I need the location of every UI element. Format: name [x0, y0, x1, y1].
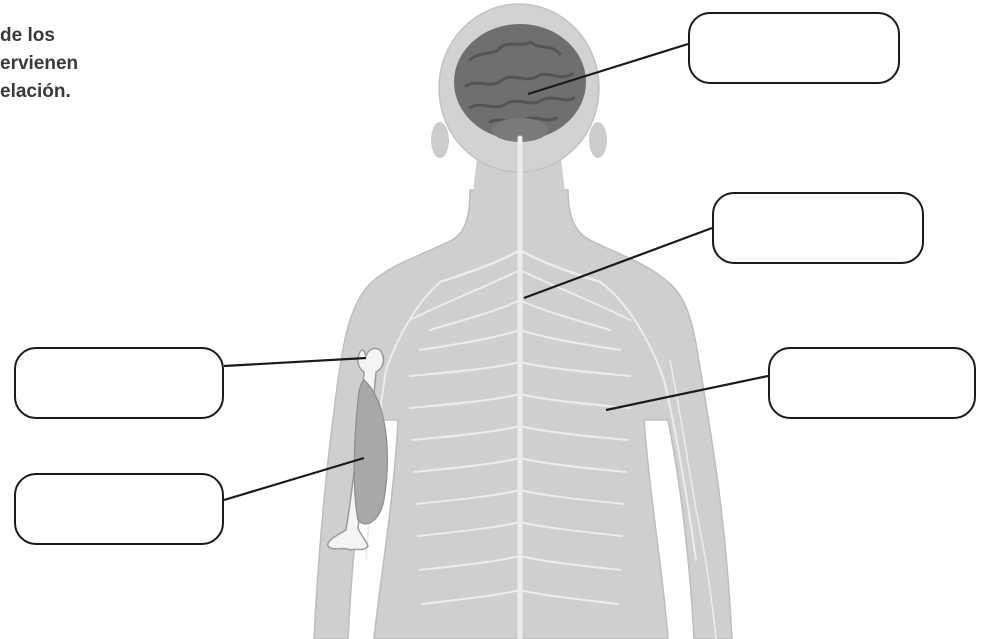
- left-ear: [431, 122, 449, 158]
- label-box-nerves[interactable]: [768, 347, 976, 419]
- right-ear: [589, 122, 607, 158]
- label-box-spinal-cord[interactable]: [712, 192, 924, 264]
- label-box-muscle[interactable]: [14, 473, 224, 545]
- label-box-brain[interactable]: [688, 12, 900, 84]
- label-box-bone[interactable]: [14, 347, 224, 419]
